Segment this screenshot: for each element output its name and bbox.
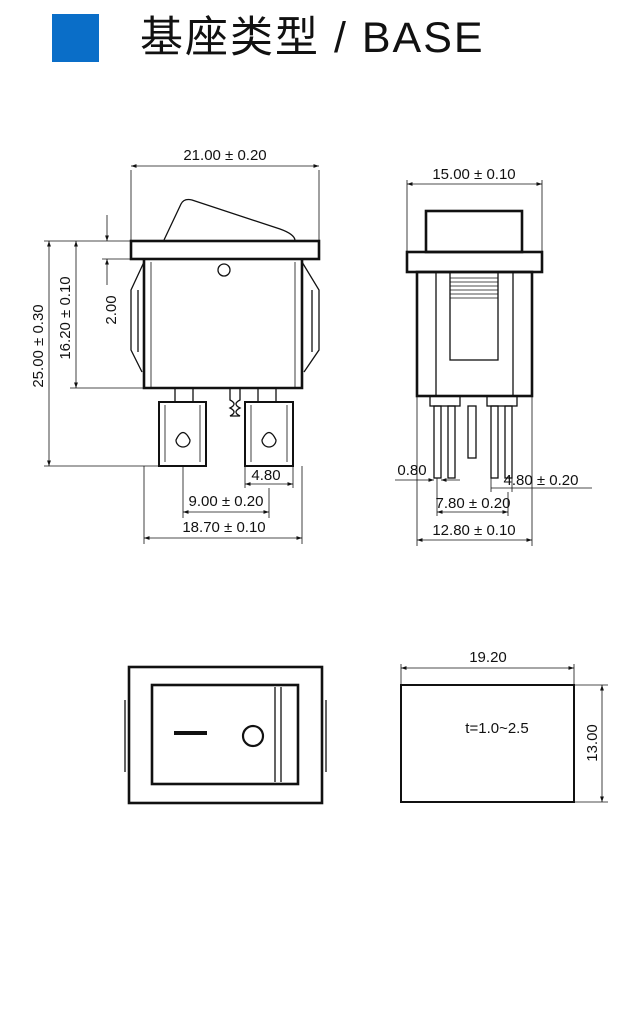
left-terminal: [158, 401, 207, 467]
dim-cutout-height: 13.00: [584, 724, 601, 762]
front-pin-center: [467, 405, 477, 459]
front-body: [415, 270, 534, 398]
dim-front-body-width: 12.80 ± 0.10: [432, 522, 515, 539]
front-grip-texture: [450, 277, 498, 299]
off-symbol: [174, 731, 207, 735]
dim-body-height: 16.20 ± 0.10: [57, 276, 74, 359]
top-rocker: [150, 683, 300, 786]
dim-flange-width: 15.00 ± 0.10: [432, 166, 515, 183]
side-view: 21.00 ± 0.20 25.00 ± 0.30 16.20 ± 0.10 2…: [30, 147, 321, 544]
dim-overall-width: 21.00 ± 0.20: [183, 147, 266, 164]
dim-overall-height: 25.00 ± 0.30: [30, 304, 47, 387]
top-view: [124, 665, 327, 805]
dim-terminal-width: 4.80: [251, 467, 280, 484]
front-pin-2: [447, 405, 456, 479]
panel-thickness-note: t=1.0~2.5: [465, 720, 528, 737]
front-view: 15.00 ± 0.10 0.80 4.80 ± 0.20 7.80 ± 0.2…: [395, 166, 592, 546]
left-latch: [130, 261, 145, 373]
right-terminal-hole: [261, 431, 277, 448]
front-flange: [405, 250, 544, 274]
header-color-square: [52, 14, 99, 62]
right-terminal: [244, 401, 294, 467]
side-body: [142, 259, 304, 390]
dim-pin-width: 4.80 ± 0.20: [504, 472, 579, 489]
cutout-outline: [400, 684, 575, 803]
led-hole: [217, 263, 231, 277]
dim-flange-thickness: 2.00: [103, 295, 120, 324]
front-actuator: [424, 209, 524, 254]
dim-pin-spacing: 7.80 ± 0.20: [436, 495, 511, 512]
panel-cutout: 19.20 13.00 t=1.0~2.5: [400, 649, 608, 803]
dim-terminal-spacing: 9.00 ± 0.20: [189, 493, 264, 510]
front-pin-1: [433, 405, 442, 479]
dim-pin-thickness: 0.80: [397, 462, 426, 479]
rocker-actuator: [163, 198, 296, 241]
front-pin-4: [504, 405, 513, 479]
dim-cutout-width: 19.20: [469, 649, 507, 666]
side-flange: [129, 239, 321, 261]
right-latch: [301, 261, 320, 373]
on-symbol: [241, 724, 265, 748]
top-frame: [127, 665, 324, 805]
dim-body-width: 18.70 ± 0.10: [182, 519, 265, 536]
page-title: 基座类型 / BASE: [140, 14, 485, 62]
left-terminal-hole: [175, 431, 191, 448]
front-pin-3: [490, 405, 499, 479]
